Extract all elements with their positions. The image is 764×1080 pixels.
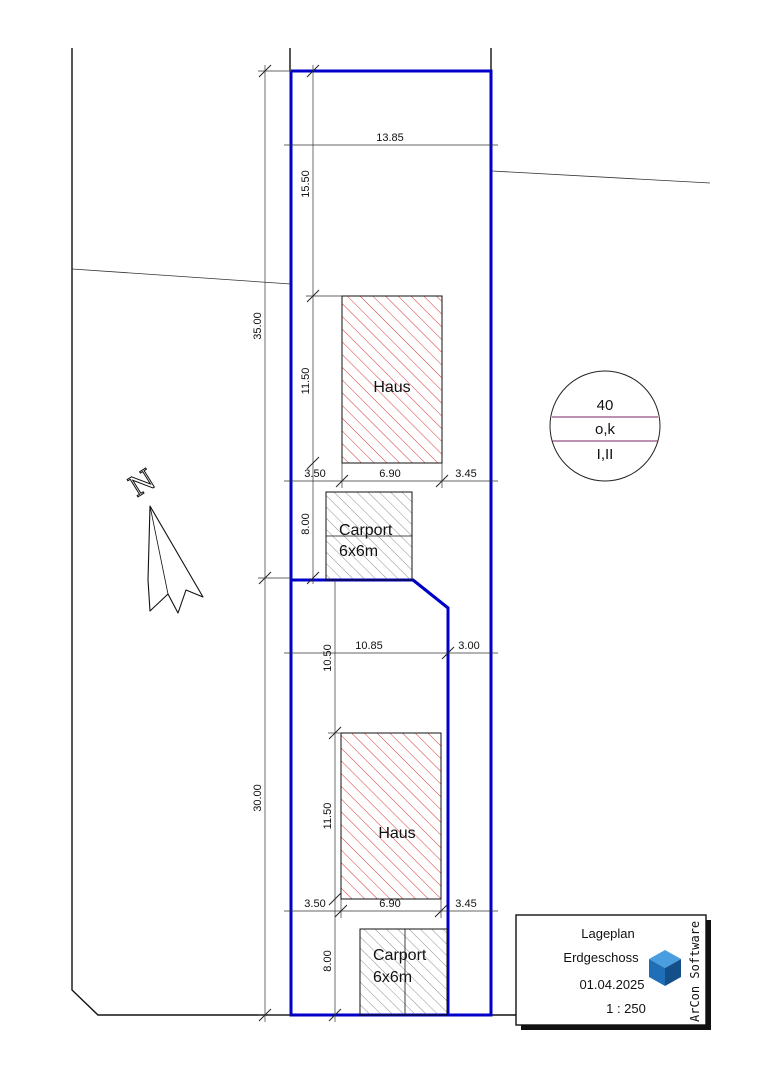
dim-width-top: 13.85 — [376, 132, 404, 144]
dim-carport-depth-bottom: 8.00 — [322, 950, 334, 971]
dim-width-bottom-left: 10.85 — [355, 640, 383, 652]
dim-house-width-bottom: 6.90 — [379, 898, 400, 910]
zoning-floor-area: 40 — [597, 397, 614, 414]
north-arrow: N — [123, 462, 204, 614]
haus-label-bottom: Haus — [378, 825, 415, 842]
zoning-storeys: I,II — [597, 446, 614, 463]
dim-side-right-bottom: 3.45 — [455, 898, 476, 910]
building-haus-top: Haus — [341, 295, 443, 464]
title-line-2: Erdgeschoss — [563, 950, 639, 965]
dim-side-right-top: 3.45 — [455, 468, 476, 480]
carport-size-bottom: 6x6m — [373, 969, 412, 986]
zoning-building-type: o,k — [595, 421, 616, 438]
building-carport-bottom: Carport 6x6m — [359, 928, 448, 1016]
north-label: N — [123, 463, 161, 504]
arcon-logo-icon — [649, 950, 681, 986]
carport-label-top: Carport — [339, 522, 393, 539]
dim-total-top: 35.00 — [252, 312, 264, 340]
dim-house-depth-bottom: 11.50 — [322, 803, 334, 830]
dim-total-bottom: 30.00 — [252, 784, 264, 812]
dim-side-left-top: 3.50 — [304, 468, 325, 480]
dim-house-width-top: 6.90 — [379, 468, 400, 480]
dimension-lines: 35.00 30.00 15.50 11.50 8.00 13.85 3.50 … — [252, 64, 498, 1022]
brand-text: ArCon Software — [688, 921, 702, 1022]
dim-width-bottom-right: 3.00 — [458, 640, 479, 652]
dim-house-depth-top: 11.50 — [300, 368, 312, 395]
carport-size-top: 6x6m — [339, 543, 378, 560]
dim-carport-depth-top: 8.00 — [300, 513, 312, 534]
dim-side-left-bottom: 3.50 — [304, 898, 325, 910]
carport-label-bottom: Carport — [373, 947, 427, 964]
title-scale: 1 : 250 — [606, 1001, 646, 1016]
north-arrow-icon — [147, 505, 204, 614]
building-haus-bottom: Haus — [340, 732, 442, 900]
title-line-1: Lageplan — [581, 926, 635, 941]
context-lines — [71, 48, 711, 1016]
haus-label-top: Haus — [373, 379, 410, 396]
title-date: 01.04.2025 — [579, 977, 644, 992]
dim-front-setback-bottom: 10.50 — [322, 644, 334, 672]
dim-front-setback-top: 15.50 — [300, 170, 312, 198]
zoning-template: 40 o,k I,II — [549, 370, 661, 482]
building-carport-top: Carport 6x6m — [325, 491, 413, 581]
title-block: Lageplan Erdgeschoss 01.04.2025 1 : 250 … — [515, 914, 711, 1030]
